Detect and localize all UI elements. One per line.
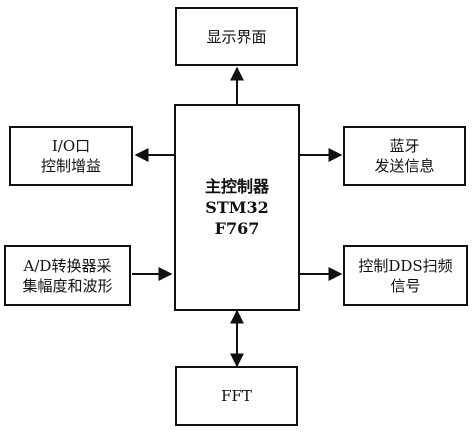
dds-label-line1: 控制DDS扫频 <box>358 256 453 275</box>
dds-label-line2: 信号 <box>390 276 421 295</box>
ad-label-line2: 集幅度和波形 <box>22 276 113 295</box>
ad-label-line1: A/D转换器采 <box>23 256 112 275</box>
fft-box: FFT <box>175 366 298 426</box>
controller-label-line1: 主控制器 <box>204 177 269 196</box>
display-label: 显示界面 <box>206 27 267 46</box>
controller-label-line3: F767 <box>214 219 260 238</box>
fft-label: FFT <box>221 387 252 405</box>
dds-box: 控制DDS扫频 信号 <box>343 245 468 306</box>
io-label-line1: I/O口 <box>51 137 91 155</box>
bluetooth-box: 蓝牙 发送信息 <box>343 126 466 186</box>
io-label-line2: 控制增益 <box>40 157 101 175</box>
display-box: 显示界面 <box>175 7 298 66</box>
io-box: I/O口 控制增益 <box>9 126 133 186</box>
bluetooth-label-line1: 蓝牙 <box>389 137 420 155</box>
ad-box: A/D转换器采 集幅度和波形 <box>4 245 131 306</box>
controller-label-line2: STM32 <box>205 198 269 217</box>
controller-box: 主控制器 STM32 F767 <box>174 104 300 311</box>
bluetooth-label-line2: 发送信息 <box>374 157 435 175</box>
